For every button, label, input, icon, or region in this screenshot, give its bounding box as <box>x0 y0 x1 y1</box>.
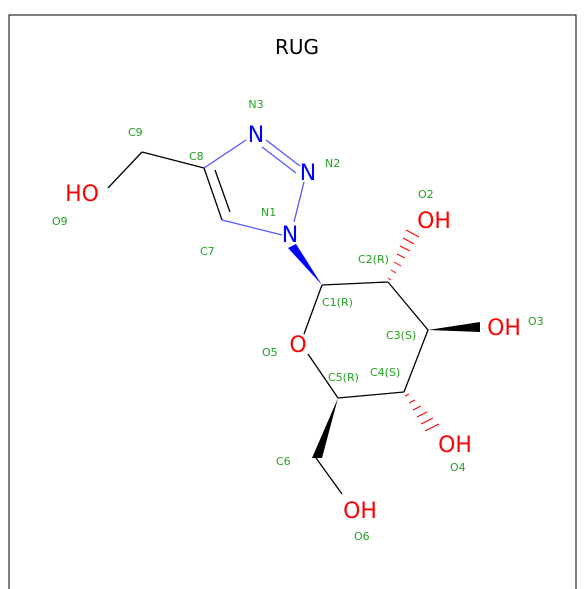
label-o6: O6 <box>354 530 370 543</box>
bond-c3-c4 <box>403 329 429 393</box>
atom-n3: N <box>248 123 264 148</box>
wedge-c3-o3 <box>428 322 480 332</box>
bond-n1-c7 <box>221 219 283 236</box>
atom-oh4: OH <box>438 433 472 458</box>
atom-n1: N <box>282 223 298 248</box>
diagram-title: RUG <box>275 35 319 59</box>
label-n2: N2 <box>325 157 340 170</box>
label-c6: C6 <box>276 455 291 468</box>
wedge-c1-n1 <box>288 244 322 285</box>
label-o4: O4 <box>450 461 466 474</box>
bonds <box>107 139 429 495</box>
label-c2: C2(R) <box>358 253 389 266</box>
label-c7: C7 <box>200 245 215 258</box>
bond-c6-o6 <box>315 457 343 495</box>
bond-c7-c8-b <box>214 169 231 213</box>
atom-n2: N <box>300 161 316 186</box>
atom-ho9: HO <box>65 182 99 207</box>
bond-c1-c2 <box>321 281 389 286</box>
label-o5: O5 <box>262 346 278 359</box>
bond-n3-n2-b <box>261 146 297 174</box>
label-c3: C3(S) <box>386 329 416 342</box>
bond-c7-c8-a <box>203 167 223 221</box>
wedge-c5-c6 <box>312 398 338 458</box>
label-o9: O9 <box>52 215 68 228</box>
bond-c4-c5 <box>337 391 405 399</box>
label-c1: C1(R) <box>322 296 353 309</box>
bond-o5-c1 <box>303 284 323 335</box>
label-o3: O3 <box>528 315 544 328</box>
bond-c5-o5 <box>307 353 339 399</box>
bond-n2-n1 <box>293 181 305 223</box>
hash-c2-o2 <box>387 229 420 281</box>
label-c9: C9 <box>128 126 143 139</box>
bond-c2-c3 <box>387 281 429 331</box>
label-o2: O2 <box>418 188 434 201</box>
label-c4: C4(S) <box>370 366 400 379</box>
hash-c4-o4 <box>404 393 440 432</box>
bond-c8-c9 <box>141 151 205 169</box>
atom-oh2: OH <box>417 209 451 234</box>
bond-c9-o9 <box>107 151 143 189</box>
bond-c8-n3 <box>203 139 247 169</box>
label-c5: C5(R) <box>328 371 359 384</box>
label-c8: C8 <box>189 150 204 163</box>
bond-n3-n2-a <box>265 139 301 167</box>
label-n3: N3 <box>248 98 263 111</box>
label-n1: N1 <box>261 206 276 219</box>
atom-oh6: OH <box>343 499 377 524</box>
frame-border <box>8 14 577 589</box>
atom-o5: O <box>289 333 306 358</box>
atom-oh3: OH <box>487 316 521 341</box>
